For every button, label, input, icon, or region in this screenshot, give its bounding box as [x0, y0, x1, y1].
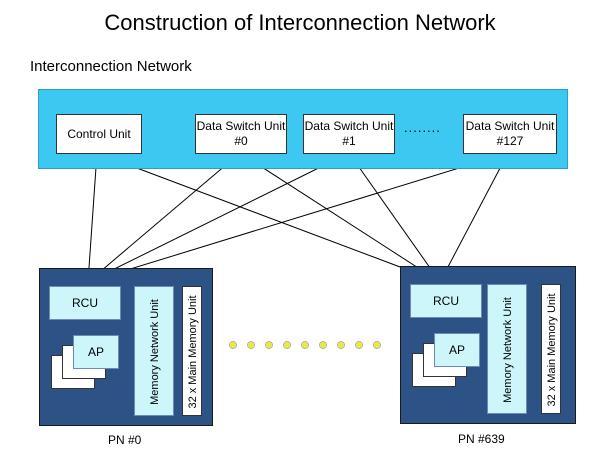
- main-memory-label: 32 x Main Memory Unit: [187, 295, 199, 409]
- line-ds0-pn639: [239, 152, 441, 283]
- memory-network-unit: Memory Network Unit: [487, 284, 527, 414]
- switch-ellipsis: ........: [404, 120, 441, 135]
- line-ds127-pn639: [439, 152, 509, 283]
- main-memory-unit: 32 x Main Memory Unit: [182, 286, 202, 416]
- line-ds127-pn0: [87, 152, 509, 283]
- data-switch-unit-number: #0: [234, 134, 248, 148]
- ap-label: AP: [87, 345, 104, 359]
- pn-0-label: PN #0: [108, 433, 142, 447]
- interconnection-network-box: Control Unit Data Switch Unit #0 Data Sw…: [38, 89, 568, 169]
- control-unit: Control Unit: [56, 114, 142, 154]
- line-ds0-pn0: [87, 152, 241, 283]
- rcu-block: RCU: [410, 284, 482, 318]
- pn-0-box: RCU AP Memory Network Unit 32 x Main Mem…: [39, 268, 213, 426]
- pn-ellipsis-dots: [229, 341, 381, 349]
- pn-639-box: RCU AP Memory Network Unit 32 x Main Mem…: [400, 266, 576, 424]
- control-unit-label: Control Unit: [67, 126, 131, 141]
- rcu-label: RCU: [72, 296, 98, 310]
- rcu-block: RCU: [49, 286, 121, 320]
- data-switch-unit-1: Data Switch Unit #1: [303, 114, 395, 154]
- data-switch-unit-label: Data Switch Unit: [304, 119, 394, 133]
- ap-block: AP: [434, 333, 480, 367]
- rcu-label: RCU: [433, 294, 459, 308]
- data-switch-unit-0: Data Switch Unit #0: [195, 114, 287, 154]
- line-cu-pn0: [87, 152, 98, 283]
- ap-label: AP: [448, 343, 465, 357]
- memory-network-label: Memory Network Unit: [502, 297, 514, 403]
- network-heading: Interconnection Network: [30, 58, 192, 75]
- main-memory-label: 32 x Main Memory Unit: [546, 293, 558, 407]
- main-memory-unit: 32 x Main Memory Unit: [541, 284, 561, 414]
- pn-639-label: PN #639: [458, 432, 505, 446]
- line-ds1-pn639: [348, 152, 441, 283]
- data-switch-unit-label: Data Switch Unit: [196, 119, 286, 133]
- memory-network-unit: Memory Network Unit: [134, 286, 174, 416]
- line-cu-pn639: [96, 152, 441, 283]
- ap-block: AP: [73, 335, 119, 369]
- line-ds1-pn0: [87, 152, 350, 283]
- diagram-title: Construction of Interconnection Network: [104, 10, 496, 35]
- data-switch-unit-127: Data Switch Unit #127: [463, 114, 557, 154]
- memory-network-label: Memory Network Unit: [149, 299, 161, 405]
- data-switch-unit-label: Data Switch Unit: [465, 119, 555, 133]
- data-switch-unit-number: #127: [496, 134, 524, 148]
- data-switch-unit-number: #1: [342, 134, 356, 148]
